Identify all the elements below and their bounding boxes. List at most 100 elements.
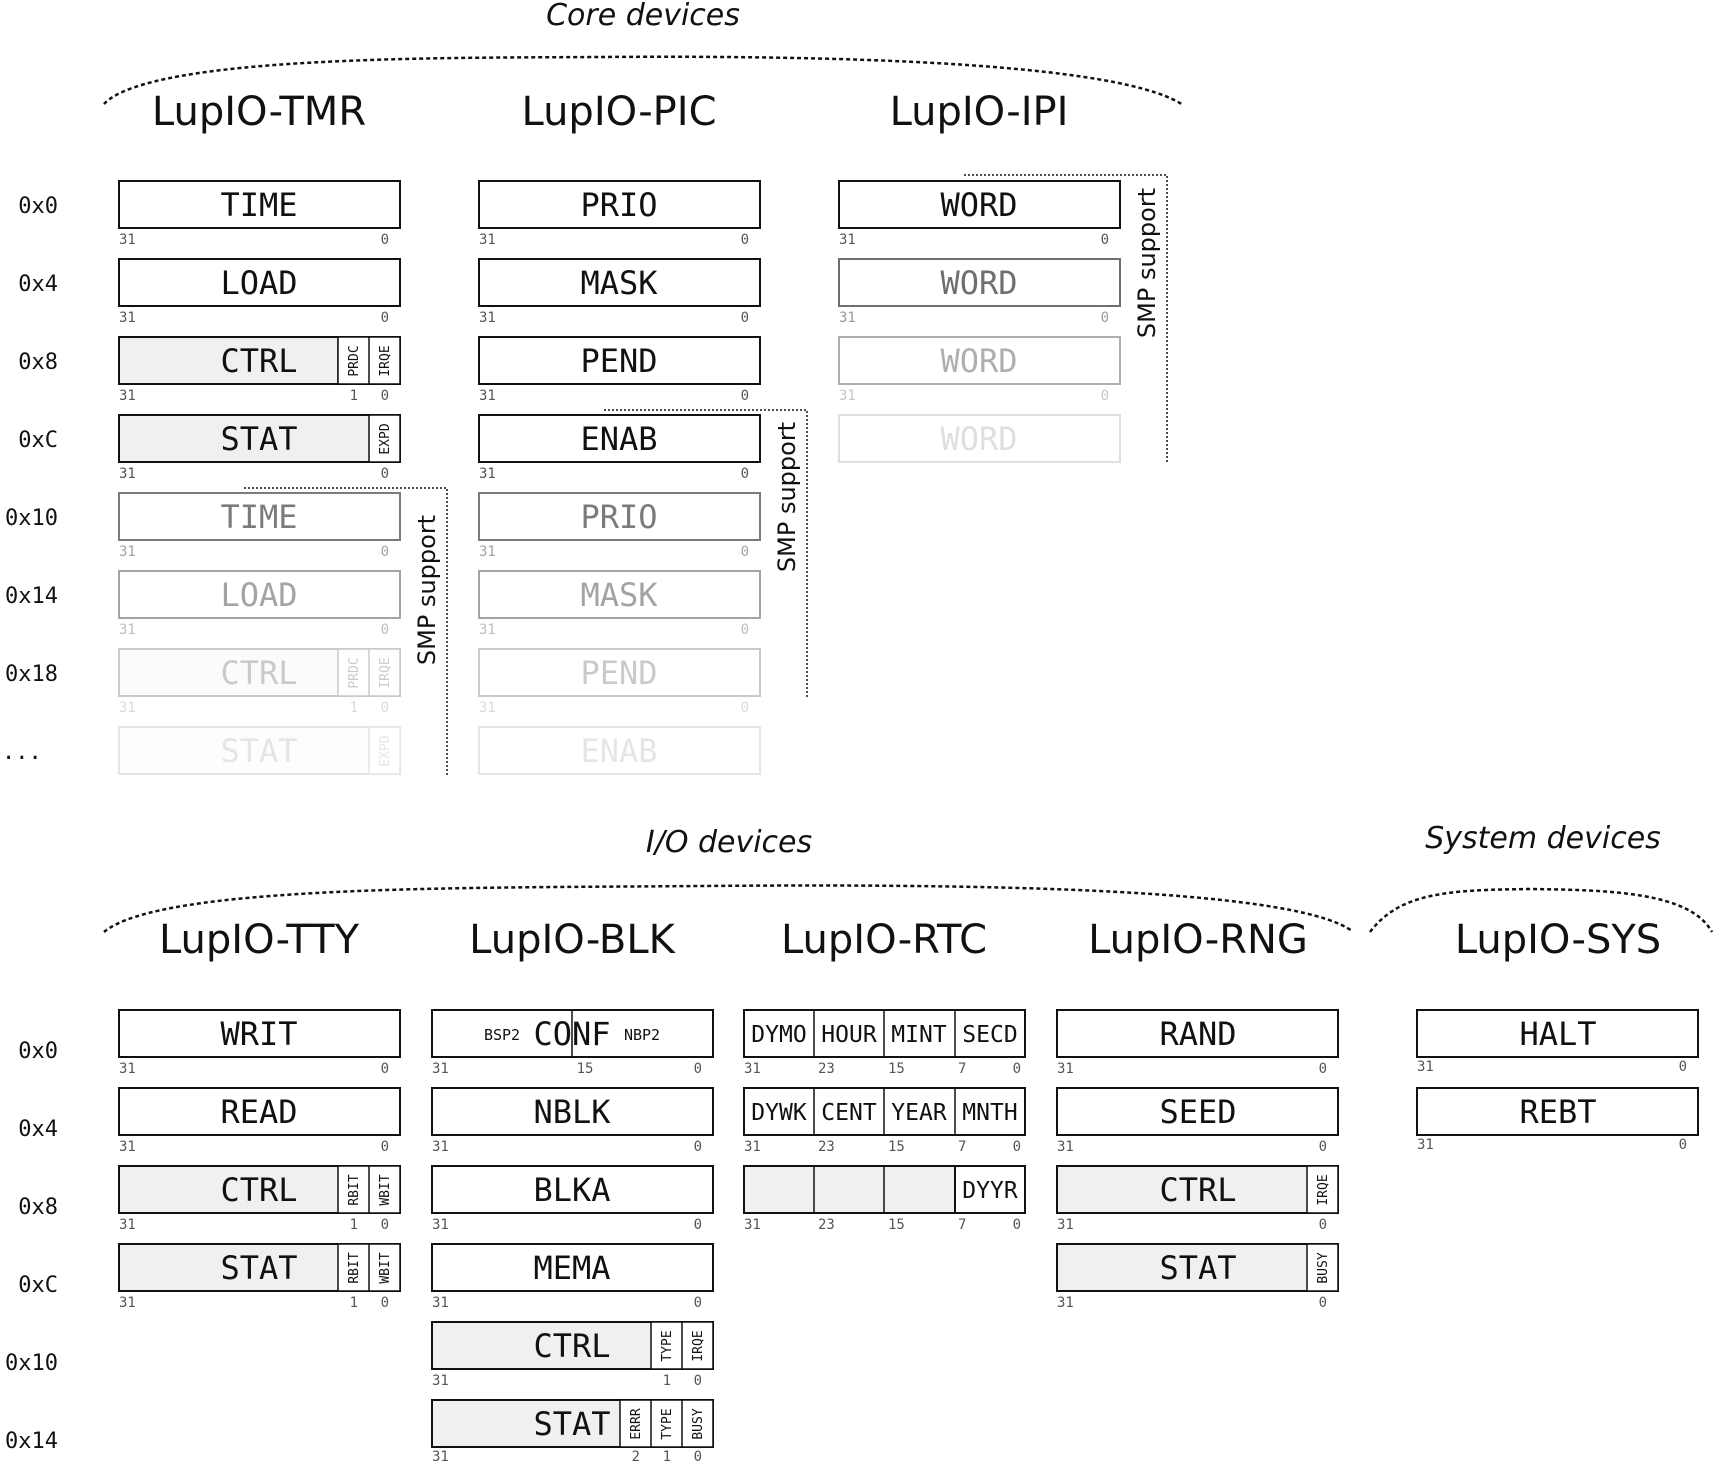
bit-index: 31: [744, 1217, 761, 1233]
bit-field-label: IRQE: [691, 1330, 706, 1361]
register-mask: MASK 31 0: [478, 258, 761, 326]
bit-index: 15: [888, 1061, 905, 1077]
register-name: HALT: [1519, 1015, 1596, 1053]
register-name: STAT: [220, 732, 297, 770]
bit-index: 0: [694, 1373, 702, 1389]
bit-field-label: SECD: [962, 1022, 1017, 1048]
bit-index: 31: [744, 1061, 761, 1077]
offset-label-continues: ...: [2, 740, 42, 765]
bit-field-label: MNTH: [962, 1100, 1017, 1126]
bit-field-label: IRQE: [1316, 1174, 1331, 1205]
bit-index: 31: [432, 1449, 449, 1463]
offset-label: 0x8: [18, 350, 58, 375]
bit-field-label: EXPD: [378, 735, 393, 766]
bit-index: 0: [381, 310, 389, 326]
bit-field-label: RBIT: [347, 1174, 362, 1205]
bit-field-label: EXPD: [378, 423, 393, 454]
bit-field-label: CENT: [821, 1100, 877, 1126]
register-name: RAND: [1159, 1015, 1236, 1053]
bit-index: 31: [479, 310, 496, 326]
register-stack-sys: HALT 31 0 REBT 31 0: [1416, 1009, 1699, 1153]
register-mask-smp: MASK 31 0: [478, 570, 761, 638]
smp-support-label: SMP support: [413, 515, 441, 665]
bit-index: 0: [381, 1295, 389, 1311]
smp-bracket-ipi: SMP support: [964, 174, 1168, 462]
bit-index: 0: [741, 700, 749, 716]
bit-index: 15: [888, 1217, 905, 1233]
register-stat: STAT BUSY 31 0: [1056, 1243, 1339, 1311]
bit-index: 7: [958, 1139, 966, 1155]
device-title-blk: LupIO-BLK: [469, 917, 676, 963]
bit-index: 1: [663, 1373, 671, 1389]
bit-index: 0: [741, 310, 749, 326]
register-stack-rng: RAND 31 0 SEED 31 0 CTRL IRQE 31 0 STAT …: [1056, 1009, 1339, 1311]
bit-index: 31: [119, 232, 136, 248]
bit-field-label: WBIT: [378, 1252, 393, 1283]
bit-index: 23: [818, 1061, 835, 1077]
register-stat: STAT EXPD 31 0: [118, 414, 401, 482]
bit-index: 0: [1319, 1061, 1327, 1077]
bit-index: 0: [1013, 1139, 1021, 1155]
bit-index: 31: [432, 1139, 449, 1155]
register-stack-ipi: WORD 31 0 WORD 31 0 WORD 31 0 WORD: [838, 180, 1121, 463]
register-name: LOAD: [220, 264, 297, 302]
brace-system: [1369, 887, 1714, 933]
device-title-ipi: LupIO-IPI: [890, 89, 1069, 135]
register-name: LOAD: [220, 576, 297, 614]
bit-field-label: TYPE: [660, 1330, 675, 1361]
register-name: STAT: [533, 1405, 610, 1443]
register-enab-smp: ENAB: [478, 726, 761, 775]
register-name: TIME: [220, 186, 297, 224]
bit-field-label: ERRR: [629, 1408, 644, 1439]
bit-index: 23: [818, 1139, 835, 1155]
bit-index: 0: [381, 700, 389, 716]
register-word: WORD 31 0: [838, 180, 1121, 248]
bit-index: 15: [888, 1139, 905, 1155]
register-name: TIME: [220, 498, 297, 536]
register-rtc-0: DYMO HOUR MINT SECD 31 23 15 7 0: [743, 1009, 1026, 1077]
smp-bracket-pic: SMP support: [604, 409, 808, 697]
bit-field-label: DYWK: [751, 1100, 807, 1126]
register-stack-rtc: DYMO HOUR MINT SECD 31 23 15 7 0 DYWK CE…: [743, 1009, 1026, 1233]
register-stat: STAT RBIT WBIT 31 1 0: [118, 1243, 401, 1311]
bit-field-label: DYYR: [962, 1178, 1018, 1204]
bit-index: 31: [119, 544, 136, 560]
bit-index: 0: [381, 1139, 389, 1155]
bit-index: 31: [479, 388, 496, 404]
bit-index: 1: [350, 388, 358, 404]
register-rebt: REBT 31 0: [1416, 1087, 1699, 1153]
offset-label: 0x4: [18, 1117, 58, 1142]
bit-index: 31: [1057, 1295, 1074, 1311]
bit-index: 31: [744, 1139, 761, 1155]
device-title-rtc: LupIO-RTC: [781, 917, 987, 963]
bit-index: 31: [1057, 1061, 1074, 1077]
bit-field-label: DYMO: [751, 1022, 806, 1048]
group-label-core: Core devices: [546, 0, 740, 33]
smp-support-label: SMP support: [773, 422, 801, 572]
bit-index: 0: [741, 232, 749, 248]
bit-field-label: BUSY: [691, 1408, 706, 1439]
register-name: STAT: [220, 1249, 297, 1287]
register-rtc-1: DYWK CENT YEAR MNTH 31 23 15 7 0: [743, 1087, 1026, 1155]
register-name: NBLK: [533, 1093, 611, 1131]
group-label-system: System devices: [1425, 821, 1661, 856]
bit-field-label: NBP2: [624, 1026, 660, 1044]
bit-index: 31: [839, 310, 856, 326]
register-conf: CONF BSP2 NBP2 31 15 0: [431, 1009, 714, 1077]
bit-index: 0: [1013, 1061, 1021, 1077]
register-word-smp: WORD 31 0: [838, 258, 1121, 326]
group-label-io: I/O devices: [646, 825, 812, 860]
register-name: BLKA: [533, 1171, 610, 1209]
bit-index: 31: [839, 232, 856, 248]
register-name: WORD: [940, 264, 1017, 302]
register-word-smp: WORD: [838, 414, 1121, 463]
bit-index: 31: [432, 1373, 449, 1389]
bit-index: 0: [741, 622, 749, 638]
bit-index: 0: [381, 466, 389, 482]
register-enab: ENAB 31 0: [478, 414, 761, 482]
bit-index: 31: [119, 622, 136, 638]
register-name: STAT: [220, 420, 297, 458]
register-name: READ: [220, 1093, 297, 1131]
bit-field-label: IRQE: [378, 345, 393, 376]
